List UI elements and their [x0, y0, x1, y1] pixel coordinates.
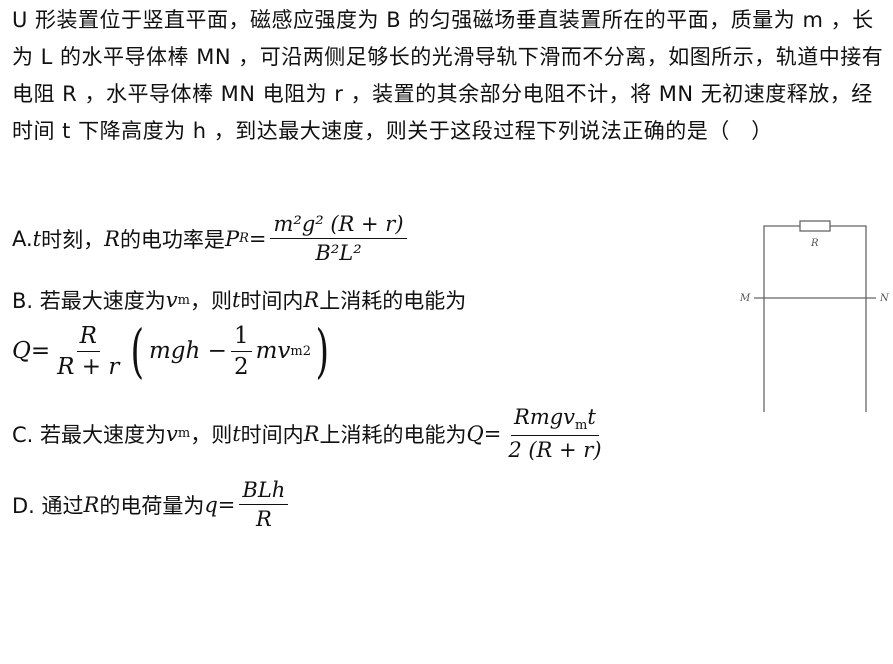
- math-t: t: [32, 226, 42, 251]
- math-q: q: [204, 492, 218, 517]
- option-text: 上消耗的电能为: [319, 422, 467, 447]
- numerator: m²g² (R + r): [270, 212, 407, 239]
- option-d-label: D. 通过: [12, 493, 84, 518]
- equals: =: [248, 226, 267, 251]
- option-b-label: B. 若最大速度为: [12, 289, 166, 313]
- math-sub: R: [239, 231, 249, 246]
- math-sub: m: [575, 418, 588, 434]
- numerator: R: [76, 323, 100, 352]
- math-v: v: [165, 288, 178, 312]
- math-r: R: [303, 288, 320, 312]
- option-text: 时间内: [240, 289, 304, 313]
- option-text: ，则: [190, 422, 233, 447]
- fraction: m²g² (R + r) B²L²: [270, 212, 407, 265]
- math-expr: mv: [255, 338, 291, 364]
- num-text: Rmgv: [514, 405, 576, 429]
- fraction: R R + r: [54, 323, 122, 380]
- numerator: 1: [230, 323, 252, 352]
- fraction-half: 1 2: [230, 323, 252, 380]
- numerator: BLh: [239, 478, 289, 505]
- equals: =: [30, 338, 51, 364]
- equals: =: [483, 421, 502, 446]
- math-r: R: [104, 226, 120, 251]
- math-t: t: [231, 288, 241, 312]
- fraction: Rmgvmt 2 (R + r): [505, 405, 604, 462]
- option-text: 的电功率是: [119, 227, 225, 252]
- math-r: R: [303, 421, 320, 446]
- denominator: B²L²: [315, 241, 362, 265]
- math-q: Q: [466, 421, 484, 446]
- math-q: Q: [12, 338, 31, 364]
- denominator: 2 (R + r): [508, 438, 602, 463]
- option-text: 时刻，: [41, 227, 105, 252]
- denominator: 2: [233, 353, 249, 380]
- option-text: ，则: [189, 289, 232, 313]
- option-text: 上消耗的电能为: [319, 289, 467, 313]
- math-v: v: [166, 421, 178, 446]
- option-d[interactable]: D. 通过 R 的电荷量为 q = BLh R: [12, 478, 292, 531]
- label-n: N: [879, 293, 890, 304]
- denominator: R: [255, 507, 272, 531]
- numerator: Rmgvmt: [511, 405, 599, 437]
- left-paren: (: [130, 317, 145, 385]
- option-text: 的电荷量为: [99, 493, 205, 518]
- option-text: 时间内: [240, 422, 304, 447]
- label-m: M: [739, 293, 751, 304]
- math-t: t: [232, 421, 241, 446]
- math-r: R: [83, 492, 100, 517]
- resistor: [799, 220, 831, 232]
- math-p: P: [224, 226, 240, 251]
- num-t: t: [587, 405, 596, 429]
- math-sub: m: [177, 426, 191, 442]
- right-paren: ): [315, 317, 330, 385]
- math-sub: m: [290, 343, 303, 359]
- option-c-label: C. 若最大速度为: [12, 422, 167, 447]
- rails: [763, 225, 867, 412]
- equals: =: [217, 492, 236, 517]
- resistor-label: R: [810, 238, 819, 249]
- math-sub: m: [177, 292, 190, 308]
- math-expr: mgh −: [149, 338, 227, 364]
- fraction: BLh R: [239, 478, 289, 531]
- option-a-label: A.: [12, 226, 33, 251]
- math-sup: 2: [302, 343, 311, 359]
- denominator: R + r: [57, 353, 120, 380]
- question-stem: U 形装置位于竖直平面，磁感应强度为 B 的匀强磁场垂直装置所在的平面，质量为 …: [12, 8, 884, 143]
